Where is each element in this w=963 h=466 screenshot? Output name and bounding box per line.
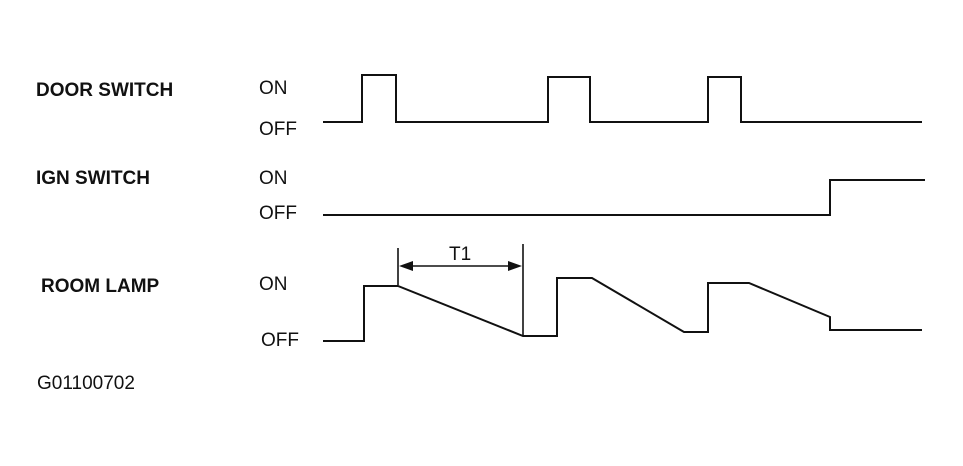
- ign-switch-on-label: ON: [259, 168, 288, 189]
- room-lamp-row: ROOM LAMP ON OFF: [41, 274, 922, 351]
- door-switch-off-label: OFF: [259, 119, 297, 140]
- ign-switch-row: IGN SWITCH ON OFF: [36, 168, 925, 224]
- ign-switch-off-label: OFF: [259, 203, 297, 224]
- door-switch-on-label: ON: [259, 78, 288, 99]
- t1-right-arrow-icon: [508, 261, 522, 271]
- ign-switch-waveform: [323, 179, 925, 216]
- ign-switch-label: IGN SWITCH: [36, 168, 150, 189]
- t1-label: T1: [449, 244, 471, 265]
- t1-dimension: T1: [397, 244, 524, 336]
- door-switch-label: DOOR SWITCH: [36, 80, 173, 101]
- door-switch-waveform: [323, 74, 922, 123]
- t1-left-arrow-icon: [399, 261, 413, 271]
- door-switch-row: DOOR SWITCH ON OFF: [36, 74, 922, 140]
- room-lamp-off-label: OFF: [261, 330, 299, 351]
- room-lamp-on-label: ON: [259, 274, 288, 295]
- room-lamp-waveform: [323, 277, 922, 342]
- figure-code: G01100702: [37, 373, 135, 394]
- room-lamp-label: ROOM LAMP: [41, 276, 160, 297]
